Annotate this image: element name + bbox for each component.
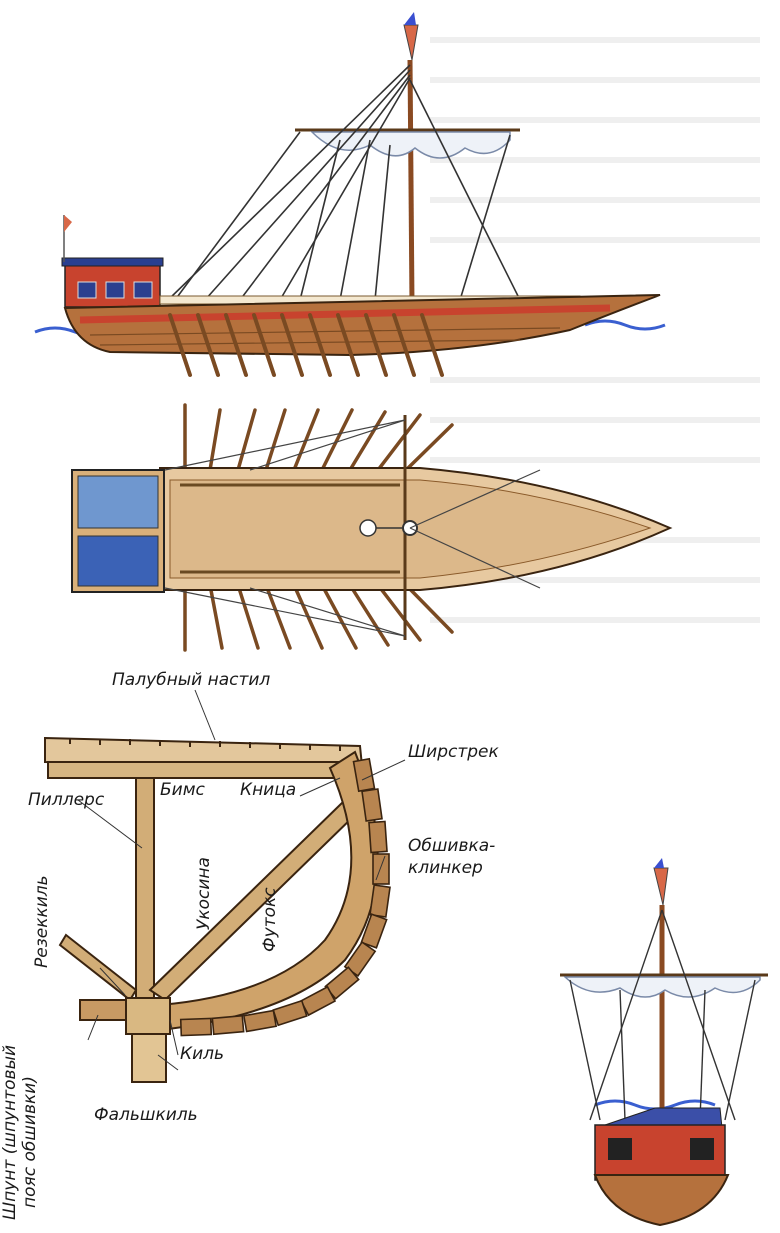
hull-cross-section [44, 689, 406, 1083]
beam [47, 761, 361, 779]
label-false-keel: Фальшкиль [94, 1105, 198, 1125]
pillar [135, 777, 155, 1001]
label-brace: Укосина [194, 857, 214, 930]
top-view-galley [71, 403, 673, 652]
keel [125, 997, 171, 1035]
front-hull [593, 1174, 730, 1227]
front-view-galley [560, 858, 768, 1227]
pennant [403, 24, 419, 61]
label-keel: Киль [180, 1044, 225, 1064]
label-knee: Кница [240, 780, 297, 800]
false-keel [131, 1033, 167, 1083]
label-futtock: Футокс [260, 887, 280, 952]
label-deck-planking: Палубный настил [112, 670, 271, 690]
label-clinker-2: клинкер [408, 858, 483, 878]
mast [407, 59, 415, 306]
label-rabbet-keel: Резеккиль [32, 875, 52, 968]
rigging [167, 64, 521, 301]
label-sheerstrake: Ширстрек [408, 742, 499, 762]
label-pillar: Пиллерс [28, 790, 105, 810]
oars [168, 313, 444, 377]
water-wave [584, 319, 666, 331]
label-garboard-1: Шпунт (шпунтовый [0, 1044, 20, 1220]
oars-lower [183, 583, 454, 652]
label-clinker-1: Обшивка- [408, 836, 496, 856]
label-garboard-2: пояс обшивки) [20, 1076, 40, 1208]
side-view-galley [34, 12, 666, 377]
label-beam: Бимс [160, 780, 205, 800]
